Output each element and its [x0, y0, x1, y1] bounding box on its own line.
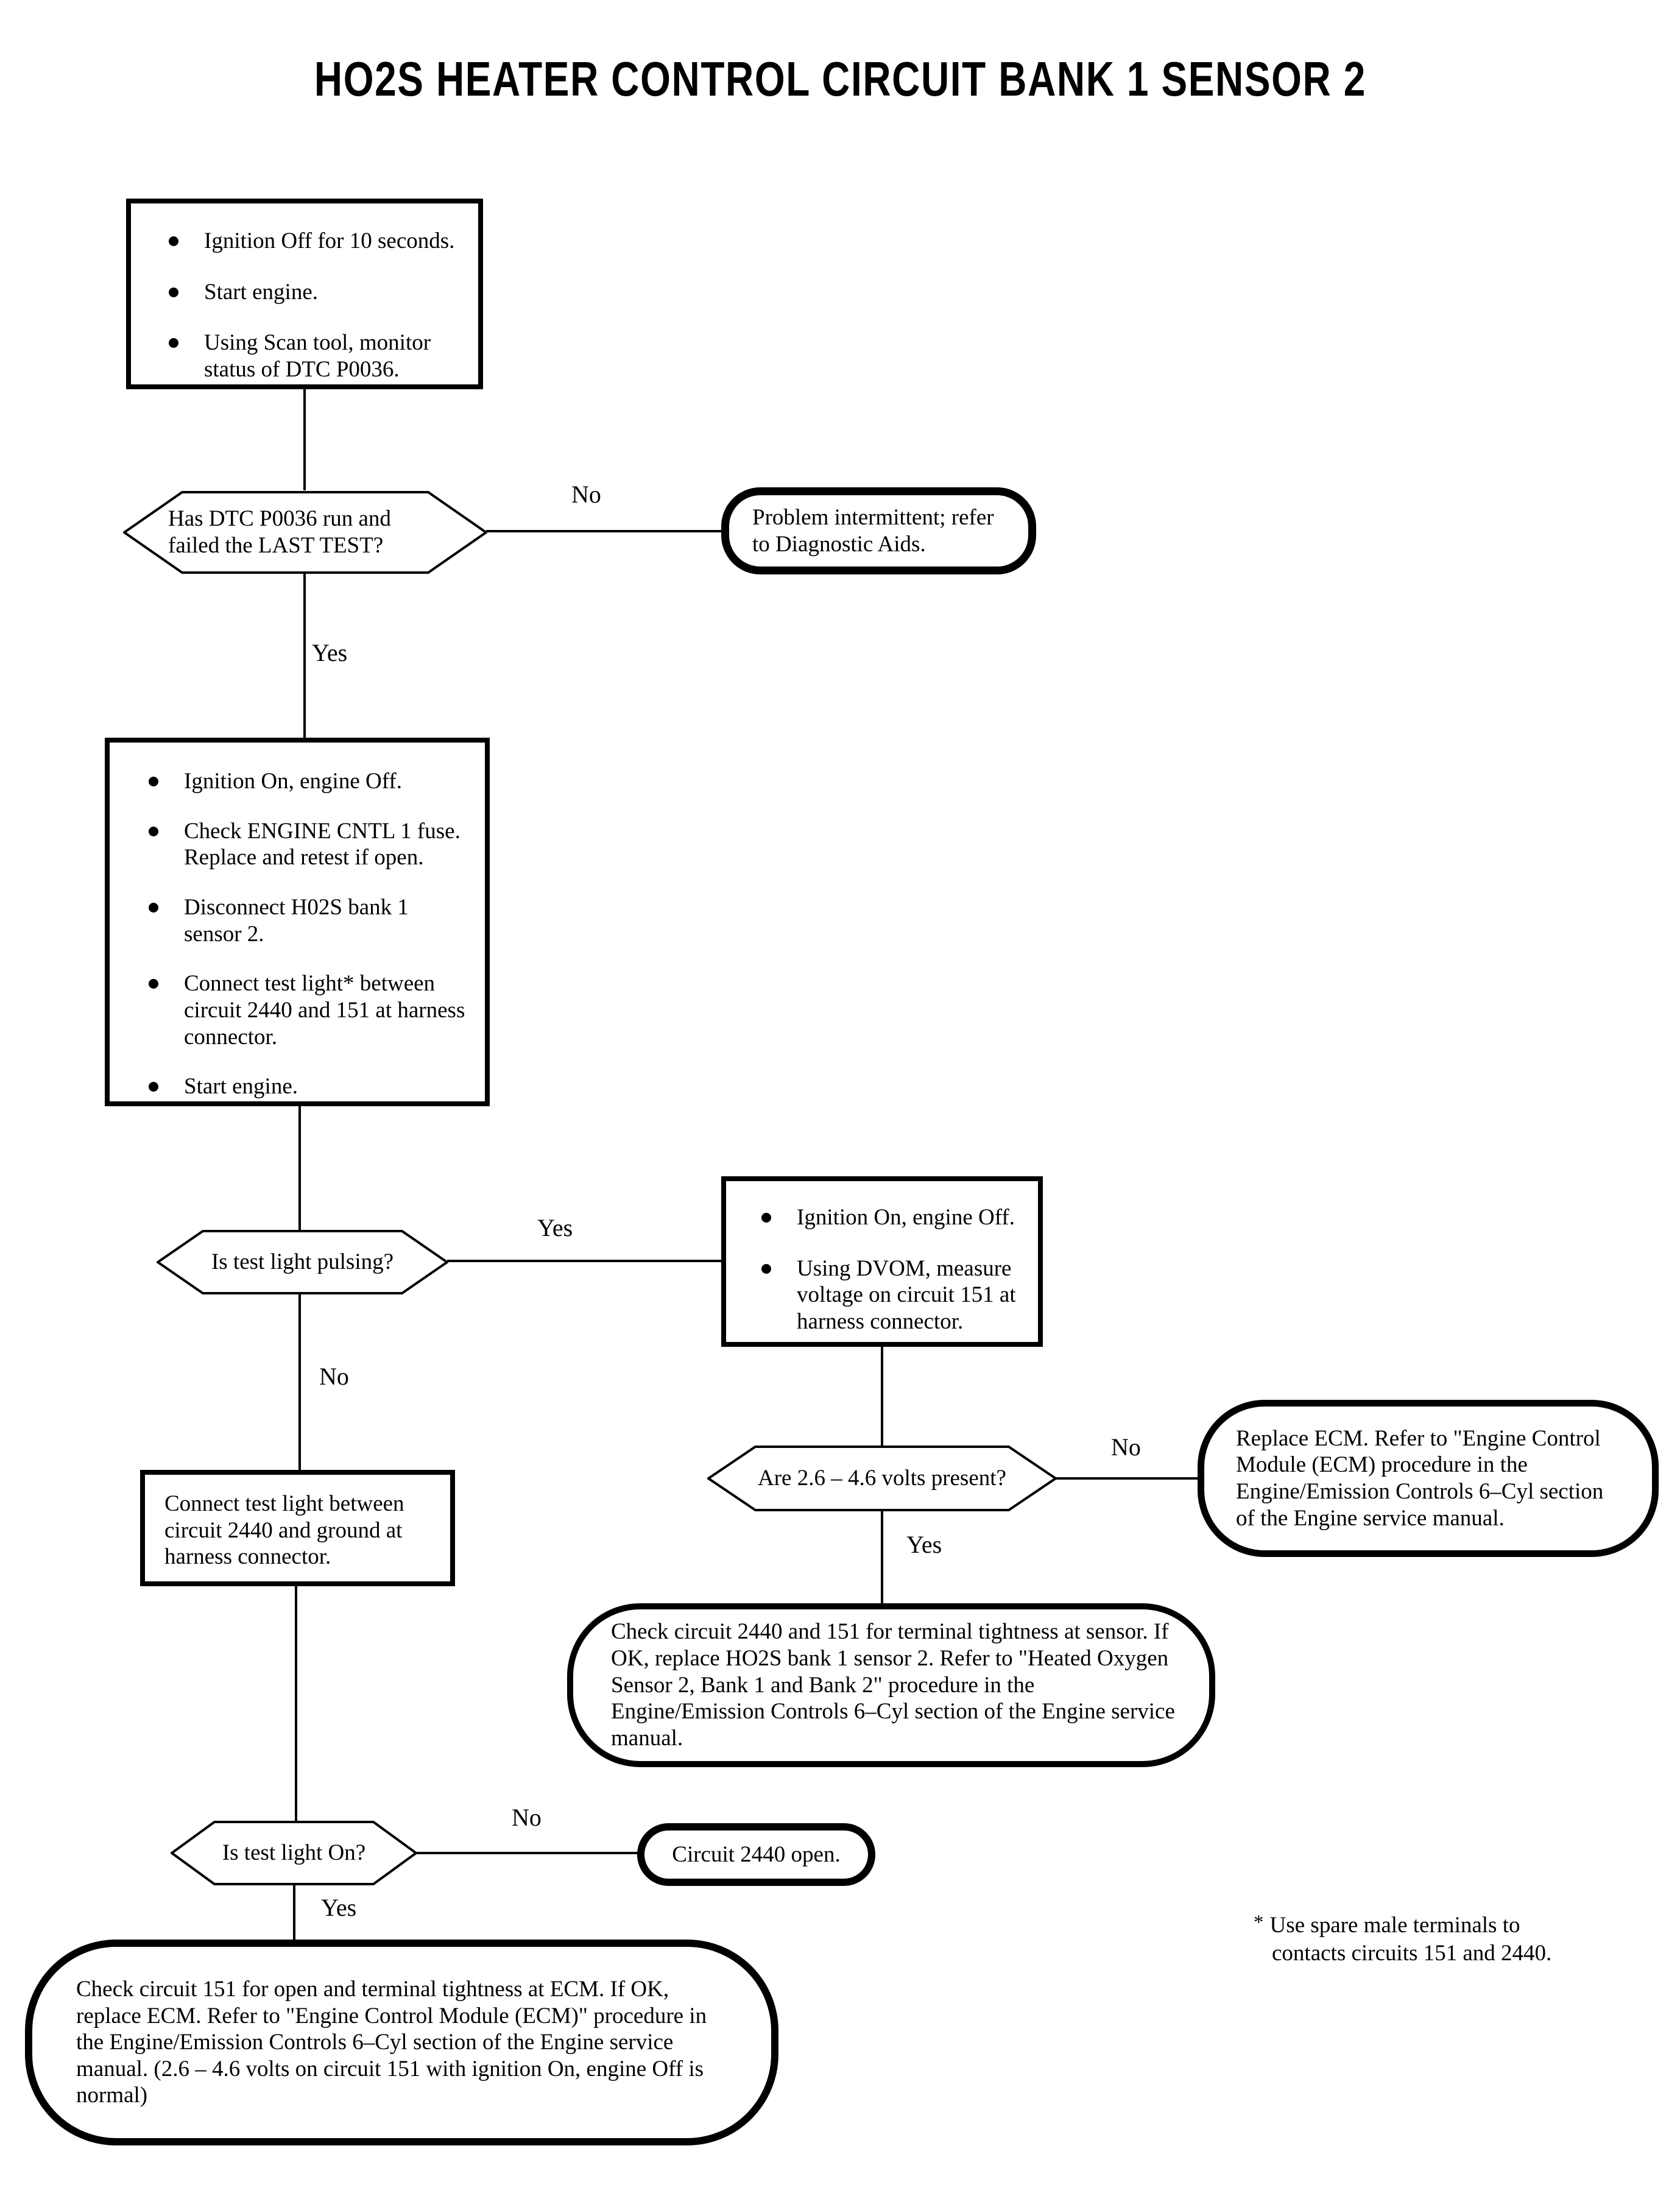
terminal-text: Check circuit 2440 and 151 for terminal …	[611, 1619, 1175, 1751]
connector-line	[1056, 1477, 1199, 1480]
list-item: Disconnect H02S bank 1 sensor 2.	[149, 894, 470, 947]
connector-line	[293, 1885, 295, 1941]
edge-label-yes: Yes	[906, 1531, 942, 1558]
hexagon-shape	[171, 1821, 417, 1885]
terminal-text: Problem intermittent; refer to Diagnosti…	[752, 504, 994, 557]
terminal-problem-intermittent: Problem intermittent; refer to Diagnosti…	[721, 487, 1036, 574]
connector-line	[881, 1511, 883, 1605]
bullet-icon	[169, 338, 178, 348]
list-item: Ignition On, engine Off.	[149, 768, 470, 795]
hexagon-shape	[157, 1230, 448, 1294]
list-item: Connect test light* between circuit 2440…	[149, 970, 470, 1050]
terminal-circuit-open: Circuit 2440 open.	[637, 1823, 875, 1886]
bullet-icon	[149, 826, 158, 836]
asterisk-marker: *	[1254, 1912, 1264, 1933]
bullet-icon	[149, 1082, 158, 1092]
terminal-check-151: Check circuit 151 for open and terminal …	[25, 1940, 778, 2145]
list-item: Using DVOM, measure voltage on circuit 1…	[761, 1255, 1026, 1335]
process-step3: Ignition On, engine Off. Using DVOM, mea…	[721, 1176, 1043, 1347]
list-item: Check ENGINE CNTL 1 fuse. Replace and re…	[149, 818, 470, 871]
list-item: Ignition On, engine Off.	[761, 1204, 1026, 1231]
footnote-line: *Use spare male terminals to	[1254, 1912, 1551, 1940]
step-text: Check ENGINE CNTL 1 fuse. Replace and re…	[184, 818, 461, 870]
step-text: Start engine.	[204, 279, 319, 305]
edge-label-no: No	[1111, 1433, 1141, 1461]
decision-text: Are 2.6 – 4.6 volts present?	[758, 1466, 1006, 1491]
footnote-line: contacts circuits 151 and 2440.	[1272, 1940, 1551, 1968]
bullet-icon	[149, 777, 158, 786]
footnote: *Use spare male terminals to contacts ci…	[1254, 1912, 1551, 1968]
step-text: Start engine.	[184, 1074, 298, 1100]
step-text: Disconnect H02S bank 1 sensor 2.	[184, 894, 409, 947]
connector-line	[447, 1260, 722, 1262]
connector-line	[303, 389, 306, 490]
decision-text: Has DTC P0036 run and failed the LAST TE…	[168, 506, 391, 558]
page-title-text: HO2S HEATER CONTROL CIRCUIT BANK 1 SENSO…	[314, 52, 1366, 106]
hexagon-shape	[707, 1446, 1057, 1511]
process-step2: Ignition On, engine Off. Check ENGINE CN…	[105, 738, 490, 1106]
decision-dtc-run: Has DTC P0036 run and failed the LAST TE…	[123, 490, 487, 574]
bullet-icon	[169, 236, 178, 246]
decision-text: Is test light pulsing?	[211, 1249, 394, 1275]
list-item: Start engine.	[169, 279, 462, 306]
list-item: Using Scan tool, monitor status of DTC P…	[169, 330, 462, 383]
connector-line	[486, 530, 722, 532]
connector-line	[881, 1346, 883, 1446]
edge-label-yes: Yes	[537, 1214, 573, 1241]
decision-test-light-on: Is test light On?	[171, 1820, 417, 1886]
decision-text: Is test light On?	[222, 1840, 366, 1866]
connector-line	[416, 1852, 638, 1854]
connector-line	[303, 573, 306, 739]
decision-volts-present: Are 2.6 – 4.6 volts present?	[707, 1445, 1057, 1512]
decision-test-light-pulsing: Is test light pulsing?	[157, 1229, 448, 1295]
process-step4: Connect test light between circuit 2440 …	[140, 1470, 455, 1586]
bullet-icon	[761, 1263, 771, 1274]
step-text: Ignition On, engine Off.	[797, 1205, 1015, 1230]
list-item: Start engine.	[149, 1073, 470, 1100]
terminal-text: Check circuit 151 for open and terminal …	[76, 1976, 707, 2108]
terminal-replace-ecm: Replace ECM. Refer to "Engine Control Mo…	[1198, 1400, 1659, 1557]
bullet-icon	[169, 287, 178, 297]
step-text: Using DVOM, measure voltage on circuit 1…	[797, 1255, 1016, 1334]
step-text: Connect test light* between circuit 2440…	[184, 971, 465, 1050]
edge-label-yes: Yes	[321, 1894, 357, 1921]
edge-label-no: No	[512, 1804, 542, 1831]
edge-label-no: No	[319, 1363, 349, 1390]
bullet-icon	[761, 1213, 771, 1223]
edge-label-no: No	[571, 481, 601, 508]
page-title: HO2S HEATER CONTROL CIRCUIT BANK 1 SENSO…	[0, 51, 1680, 107]
footnote-text: contacts circuits 151 and 2440.	[1272, 1941, 1552, 1966]
process-step1: Ignition Off for 10 seconds. Start engin…	[126, 199, 483, 389]
bullet-icon	[149, 902, 158, 913]
step-text: Ignition Off for 10 seconds.	[204, 228, 455, 253]
terminal-text: Replace ECM. Refer to "Engine Control Mo…	[1236, 1425, 1604, 1531]
hexagon-shape	[123, 491, 487, 574]
terminal-text: Circuit 2440 open.	[672, 1841, 841, 1867]
step-text: Ignition On, engine Off.	[184, 769, 402, 794]
list-item: Ignition Off for 10 seconds.	[169, 228, 462, 255]
terminal-check-sensor: Check circuit 2440 and 151 for terminal …	[567, 1603, 1215, 1767]
connector-line	[298, 1294, 301, 1471]
footnote-text: Use spare male terminals to	[1269, 1913, 1520, 1938]
connector-line	[295, 1585, 297, 1821]
edge-label-yes: Yes	[312, 639, 348, 666]
connector-line	[298, 1105, 301, 1230]
bullet-icon	[149, 979, 158, 989]
step-text: Connect test light between circuit 2440 …	[164, 1491, 404, 1570]
step-text: Using Scan tool, monitor status of DTC P…	[204, 330, 431, 382]
